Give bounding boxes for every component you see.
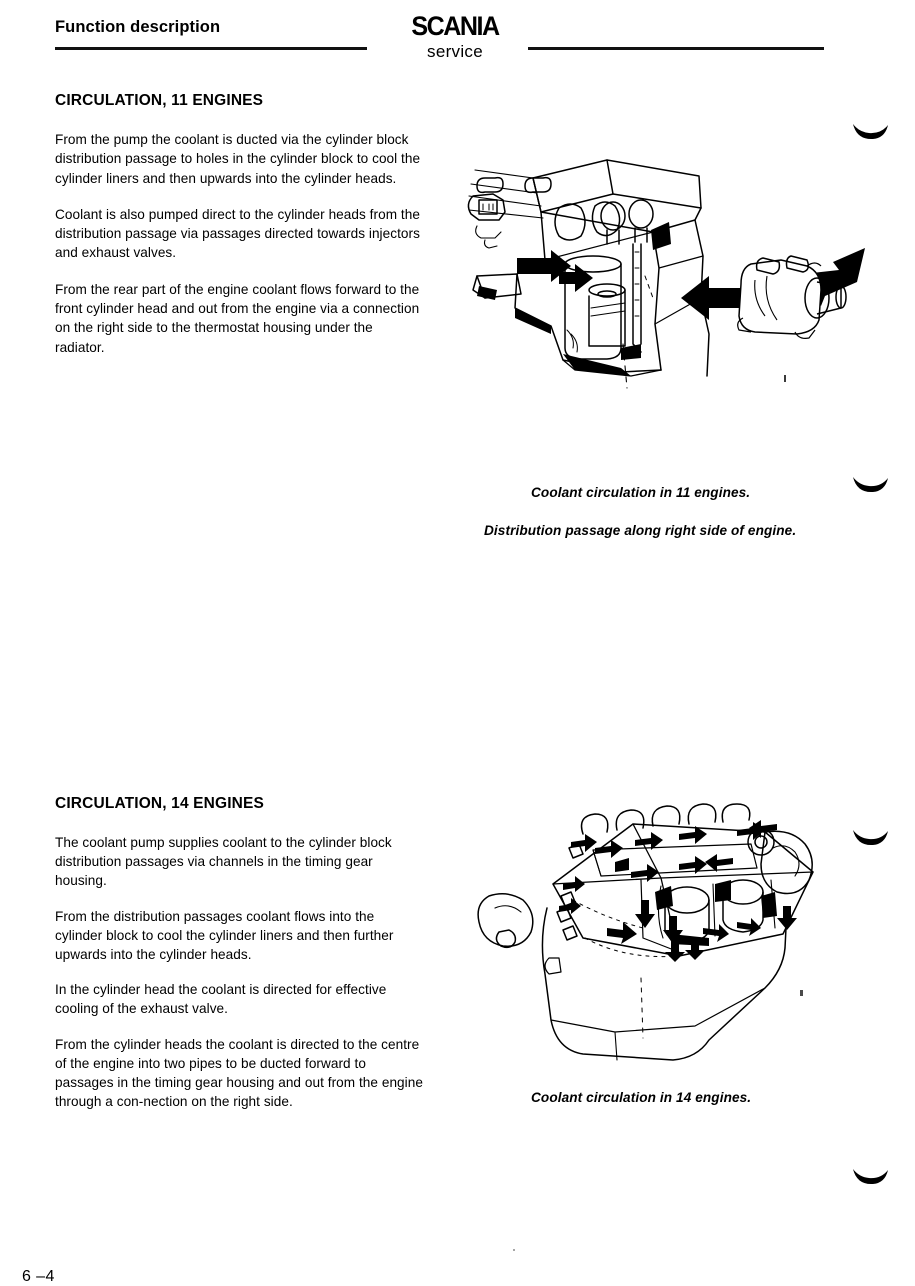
- paragraph: From the rear part of the engine coolant…: [55, 281, 420, 355]
- paragraph: From the pump the coolant is ducted via …: [55, 132, 421, 186]
- header-rule-right: [528, 47, 824, 50]
- page-number: 6 –4: [22, 1268, 55, 1285]
- paragraph: From the cylinder heads the coolant is d…: [55, 1036, 423, 1110]
- binder-hole-mark-icon: [851, 1163, 891, 1187]
- figure-coolant-circulation-14-engines: [465, 788, 865, 1063]
- paragraph: In the cylinder head the coolant is dire…: [55, 982, 387, 1017]
- header-title: Function description: [55, 18, 221, 36]
- section-heading-11-engines: CIRCULATION, 11 ENGINES: [55, 92, 264, 109]
- section-circulation-11-engines: CIRCULATION, 11 ENGINES From the pump th…: [55, 92, 425, 357]
- binder-hole-mark-icon: [851, 118, 891, 142]
- scania-wordmark: SCANIA: [411, 11, 500, 41]
- figure-caption-11-engines-line1: Coolant circulation in 11 engines.: [531, 485, 751, 500]
- paragraph: The coolant pump supplies coolant to the…: [55, 835, 392, 889]
- header-rule-left: [55, 47, 367, 50]
- binder-hole-mark-icon: [851, 471, 891, 495]
- service-wordmark: service: [427, 42, 483, 61]
- flow-arrow: [559, 820, 797, 962]
- paragraph: Coolant is also pumped direct to the cyl…: [55, 206, 420, 261]
- section-heading-14-engines: CIRCULATION, 14 ENGINES: [55, 795, 264, 812]
- binder-hole-mark-icon: [851, 824, 891, 848]
- figure-caption-14-engines: Coolant circulation in 14 engines.: [531, 1090, 752, 1105]
- page-header: Function description SCANIA service: [0, 0, 915, 70]
- figure-coolant-circulation-11-engines: [455, 148, 870, 408]
- section-circulation-14-engines: CIRCULATION, 14 ENGINES The coolant pump…: [55, 795, 425, 1127]
- paragraph: From the distribution passages coolant f…: [55, 908, 394, 963]
- figure-caption-11-engines-line2: Distribution passage along right side of…: [484, 523, 797, 538]
- scan-artifact: [800, 990, 803, 996]
- scan-artifact: [513, 1249, 515, 1251]
- scan-artifact: [784, 375, 786, 382]
- scania-service-logo: SCANIA service: [385, 13, 525, 63]
